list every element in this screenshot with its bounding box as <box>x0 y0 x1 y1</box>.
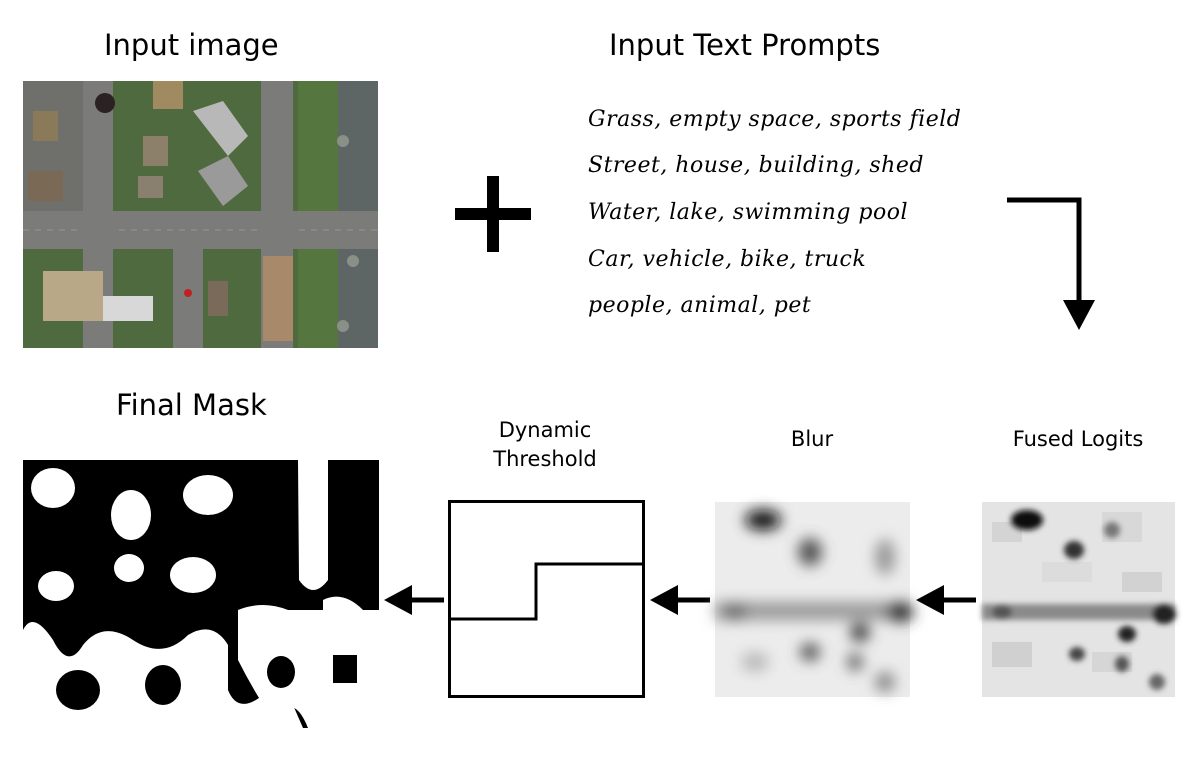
elbow-arrow-down-icon <box>1007 197 1095 330</box>
arrow-left-icon-3 <box>916 585 976 615</box>
dynamic-threshold-diagram <box>448 500 645 698</box>
arrow-left-icon-1 <box>384 585 444 615</box>
prompt-line-4: Car, vehicle, bike, truck <box>588 247 867 272</box>
prompt-line-5: people, animal, pet <box>588 293 812 318</box>
prompt-line-2: Street, house, building, shed <box>588 153 924 178</box>
arrow-left-icon-2 <box>650 585 710 615</box>
prompt-line-3: Water, lake, swimming pool <box>588 200 909 225</box>
final-mask-title: Final Mask <box>116 388 267 422</box>
combine-plus-icon <box>455 176 531 252</box>
dynamic-threshold-title: Dynamic Threshold <box>470 416 620 474</box>
input-text-prompts-title: Input Text Prompts <box>609 28 881 62</box>
fused-logits-image <box>982 502 1176 697</box>
final-mask-image <box>23 460 379 728</box>
blur-title: Blur <box>790 427 834 451</box>
blur-image <box>715 502 914 697</box>
fused-logits-title: Fused Logits <box>1012 427 1144 451</box>
input-image-title: Input image <box>104 28 279 62</box>
dynamic-threshold-title-line1: Dynamic <box>498 418 592 442</box>
dynamic-threshold-title-line2: Threshold <box>493 447 597 471</box>
prompt-line-1: Grass, empty space, sports field <box>588 107 962 132</box>
input-aerial-image <box>23 81 378 348</box>
